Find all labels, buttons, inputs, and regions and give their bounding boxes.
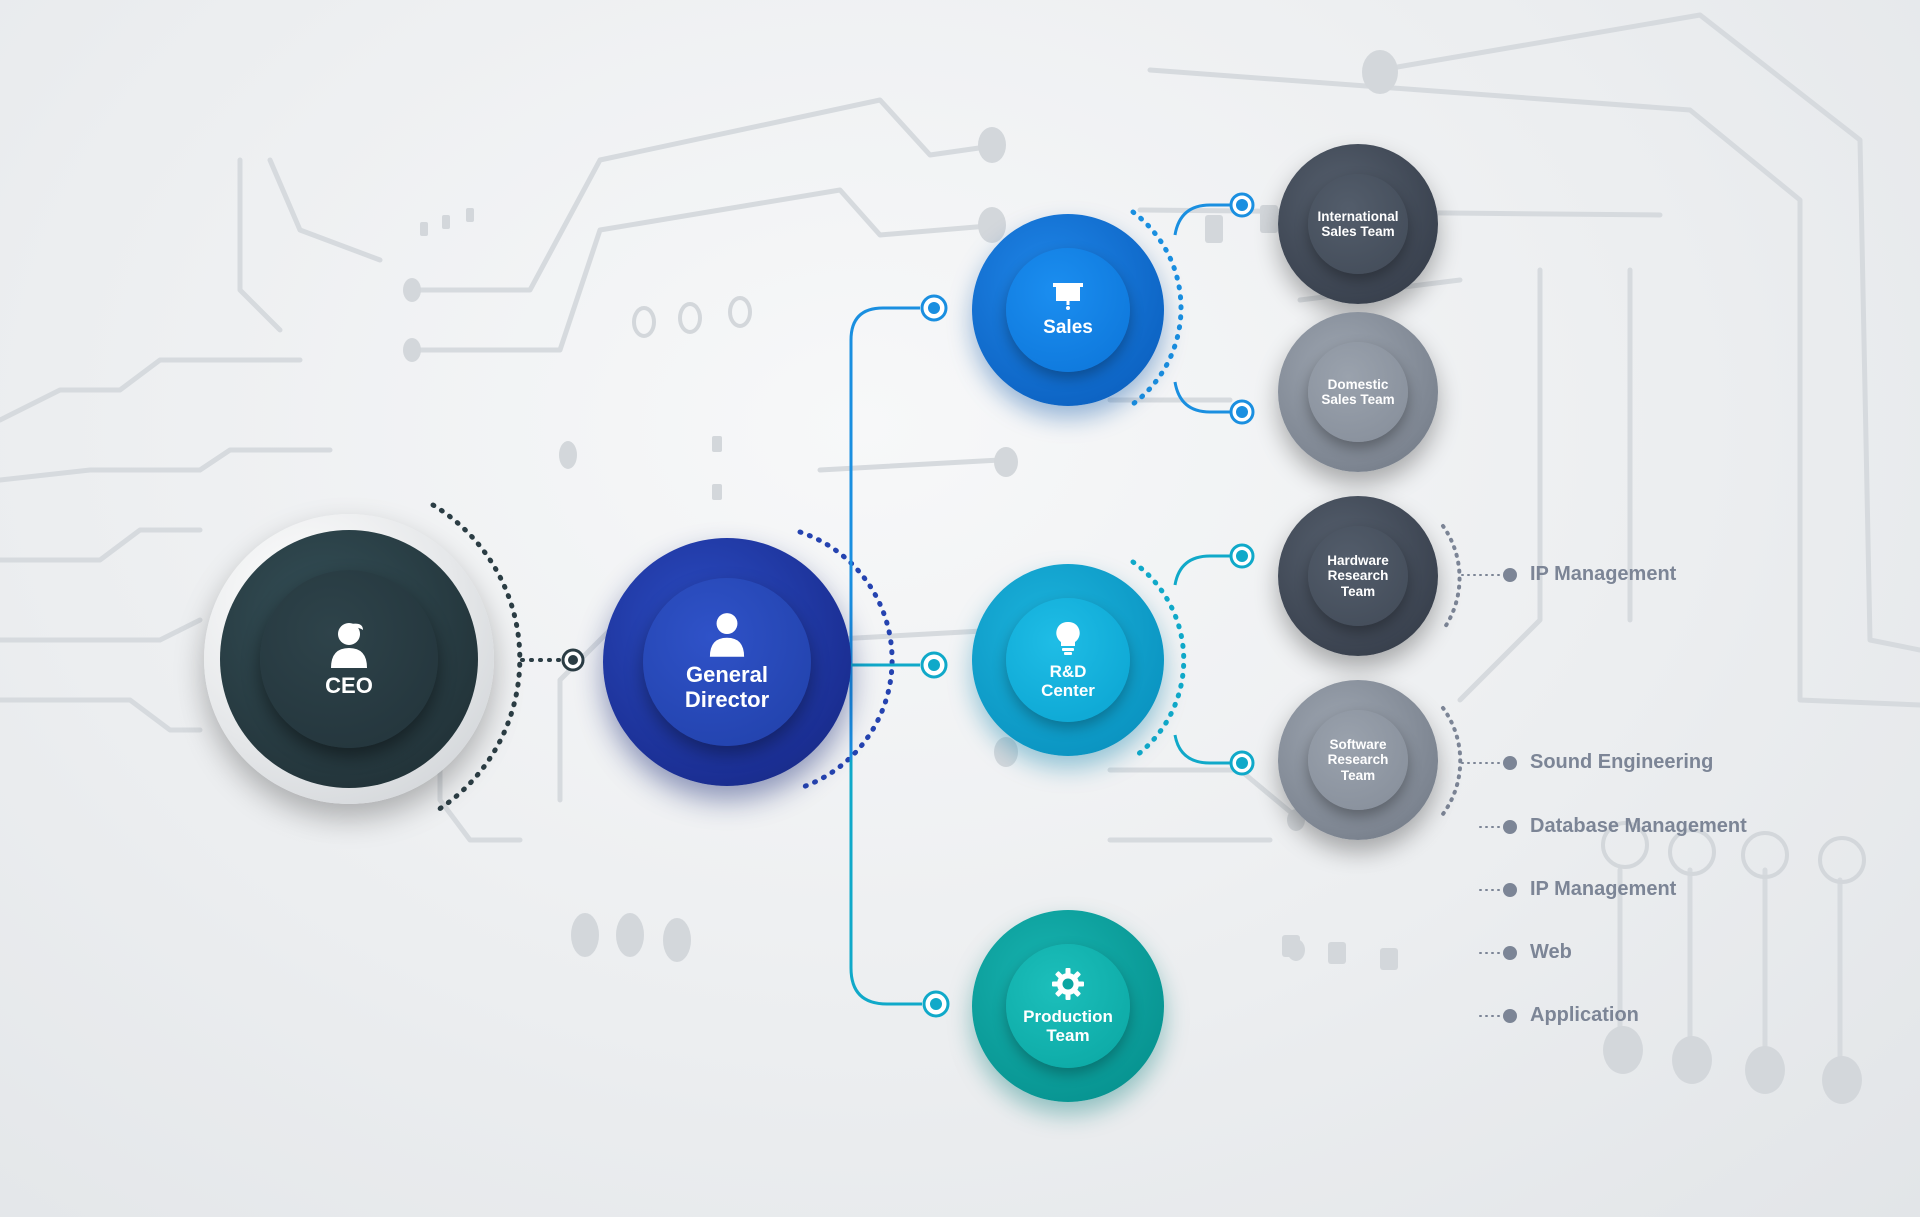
director-to-sales-connector (849, 306, 920, 460)
international-sales-team-node[interactable]: International Sales Team (1278, 144, 1438, 304)
rnd-to-hardware-connector (1173, 554, 1232, 586)
software-research-team-core: Software Research Team (1308, 710, 1408, 810)
sales-to-domestic-connector (1173, 381, 1232, 414)
leaf-ip-management-software: IP Management (1530, 878, 1677, 900)
hardware-research-team-label: Hardware Research Team (1327, 553, 1389, 599)
rnd-center-core: R&D Center (1006, 598, 1130, 722)
rnd-to-software-connector (1173, 734, 1232, 765)
domestic-sales-team-core: Domestic Sales Team (1308, 342, 1408, 442)
leaf-ip-management-hardware: IP Management (1530, 563, 1677, 585)
software-research-team-label: Software Research Team (1327, 737, 1389, 783)
production-team-label: Production Team (1023, 1006, 1113, 1045)
leaf-database-management: Database Management (1530, 815, 1747, 837)
sales-dotted-arc (1130, 209, 1184, 407)
international-sales-team-core: International Sales Team (1308, 174, 1408, 274)
general-director-node[interactable]: General Director (603, 538, 851, 786)
general-director-label: General Director (684, 662, 770, 712)
presentation-board-icon (1053, 283, 1083, 311)
person-icon (331, 622, 367, 668)
director-to-production-connector (849, 760, 922, 1006)
sales-node[interactable]: Sales (972, 214, 1164, 406)
lightbulb-icon (1056, 621, 1080, 655)
domestic-sales-team-node[interactable]: Domestic Sales Team (1278, 312, 1438, 472)
rnd-center-label: R&D Center (1041, 661, 1095, 700)
software-research-team-node[interactable]: Software Research Team (1278, 680, 1438, 840)
ceo-label: CEO (325, 672, 373, 698)
person-icon (709, 613, 745, 658)
leaf-web: Web (1530, 941, 1572, 963)
sales-label: Sales (1043, 317, 1093, 339)
general-director-core: General Director (643, 578, 811, 746)
gear-icon (1052, 967, 1084, 1000)
sales-to-international-connector (1173, 203, 1232, 236)
ceo-node[interactable]: CEO (204, 514, 494, 804)
hardware-dotted-arc (1441, 524, 1462, 632)
rnd-dotted-arc (1130, 559, 1187, 761)
rnd-center-node[interactable]: R&D Center (972, 564, 1164, 756)
director-dotted-arc (797, 529, 895, 791)
production-team-core: Production Team (1006, 944, 1130, 1068)
international-sales-team-label: International Sales Team (1317, 208, 1399, 239)
sales-core: Sales (1006, 248, 1130, 372)
hardware-research-team-node[interactable]: Hardware Research Team (1278, 496, 1438, 656)
software-dotted-arc (1441, 706, 1463, 816)
hardware-research-team-core: Hardware Research Team (1308, 526, 1408, 626)
leaf-application: Application (1530, 1004, 1639, 1026)
domestic-sales-team-label: Domestic Sales Team (1321, 376, 1395, 407)
leaf-sound-engineering: Sound Engineering (1530, 751, 1714, 773)
ceo-core: CEO (260, 570, 438, 748)
production-team-node[interactable]: Production Team (972, 910, 1164, 1102)
